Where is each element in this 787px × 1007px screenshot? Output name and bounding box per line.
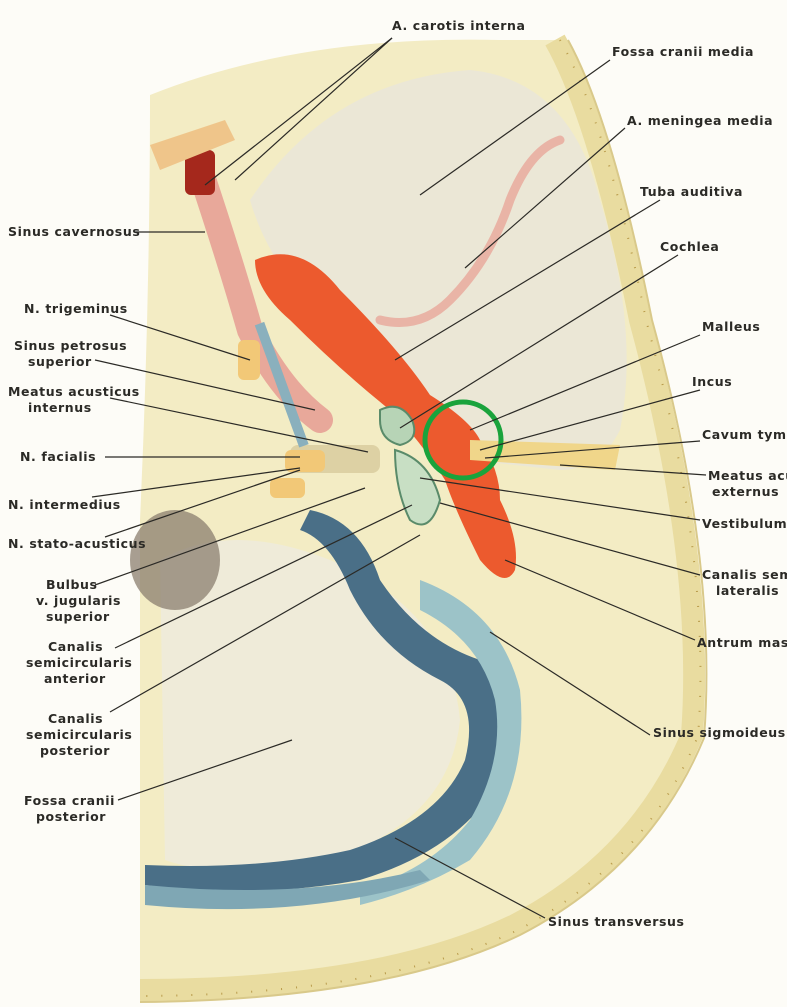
labyrinth-cochlea [379,405,416,447]
label-n-facialis: N. facialis [20,449,96,464]
sinus-transversus-band [145,870,430,910]
label-canalis-anterior-3: anterior [44,671,106,686]
leader-fossa-media [419,59,611,196]
label-sinus-cavernosus: Sinus cavernosus [8,224,140,239]
leader-intermedius [91,467,301,498]
label-fossa-posterior-2: posterior [36,809,106,824]
label-meatus-externus-1: Meatus acu [708,468,787,483]
label-malleus: Malleus [702,319,760,334]
label-meatus-externus-2: externus [712,484,779,499]
sinus-sigmoideus-light [360,580,522,905]
label-tuba-auditiva: Tuba auditiva [640,184,743,199]
leader-malleus [469,334,701,431]
leader-vestibulum [419,477,701,521]
label-canalis-posterior-3: posterior [40,743,110,758]
label-n-trigeminus: N. trigeminus [24,301,128,316]
label-sinus-sigmoideus: Sinus sigmoideus [653,725,786,740]
nerve-bundle-2 [270,478,305,498]
leader-canalis-post [109,534,421,713]
leader-antrum [504,559,696,641]
leader-cochlea [399,254,679,429]
label-vestibulum: Vestibulum [702,516,787,531]
label-carotis-interna: A. carotis interna [392,18,526,33]
leader-meningea [464,127,626,269]
leader-tuba [394,199,661,361]
leader-sigmoideus [489,631,651,736]
label-meatus-internus-1: Meatus acusticus [8,384,140,399]
leader-meatus-int [109,397,369,453]
label-canalis-lateralis-1: Canalis sem [702,567,787,582]
leader-carotis-2 [234,37,393,181]
leader-stato [104,469,301,538]
leader-canalis-ant [114,504,413,649]
leader-bulbus [94,487,366,586]
label-bulbus-1: Bulbus [46,577,98,592]
label-sinus-transversus: Sinus transversus [548,914,685,929]
label-canalis-posterior-2: semicircularis [26,727,132,742]
leader-lines [91,37,707,919]
carotis-vessel [187,157,333,433]
label-meningea-media: A. meningea media [627,113,773,128]
label-canalis-lateralis-2: lateralis [716,583,779,598]
label-canalis-anterior-1: Canalis [48,639,103,654]
label-bulbus-3: superior [46,609,110,624]
highlight-circle [422,399,504,481]
meningea-vessel [375,135,565,327]
middle-fossa [250,70,627,470]
nerve-bundle-1 [285,450,325,472]
label-antrum: Antrum mas [697,635,787,650]
leader-canalis-lat [439,502,701,576]
label-n-intermedius: N. intermedius [8,497,121,512]
label-fossa-cranii-media: Fossa cranii media [612,44,754,59]
label-n-stato-acusticus: N. stato-acusticus [8,536,146,551]
label-meatus-internus-2: internus [28,400,92,415]
anatomy-drawing [130,34,708,1003]
labels: A. carotis interna Fossa cranii media A.… [8,18,787,929]
label-bulbus-2: v. jugularis [36,593,121,608]
tuba-auditiva-shape [255,254,516,579]
leader-fossa-post [117,739,293,801]
petrosal-sinus [254,321,309,448]
labyrinth-canals [393,448,442,526]
leader-trigeminus [109,314,251,361]
label-canalis-posterior-1: Canalis [48,711,103,726]
leader-cavum [484,440,701,459]
label-sinus-petrosus-2: superior [28,354,92,369]
label-fossa-posterior-1: Fossa cranii [24,793,115,808]
leader-transversus [394,837,546,919]
leader-incus [479,389,701,451]
label-canalis-anterior-2: semicircularis [26,655,132,670]
leader-meatus-ext [559,464,707,476]
cortical-band [139,34,706,1001]
label-sinus-petrosus-1: Sinus petrosus [14,338,127,353]
dark-pit [130,510,220,610]
label-incus: Incus [692,374,732,389]
label-cavum-tym: Cavum tym [702,427,787,442]
meatus-externus-shape [470,440,620,470]
leader-petrosus [94,359,316,411]
label-cochlea: Cochlea [660,239,719,254]
leader-carotis [204,37,393,186]
carotis-cap [150,120,235,170]
